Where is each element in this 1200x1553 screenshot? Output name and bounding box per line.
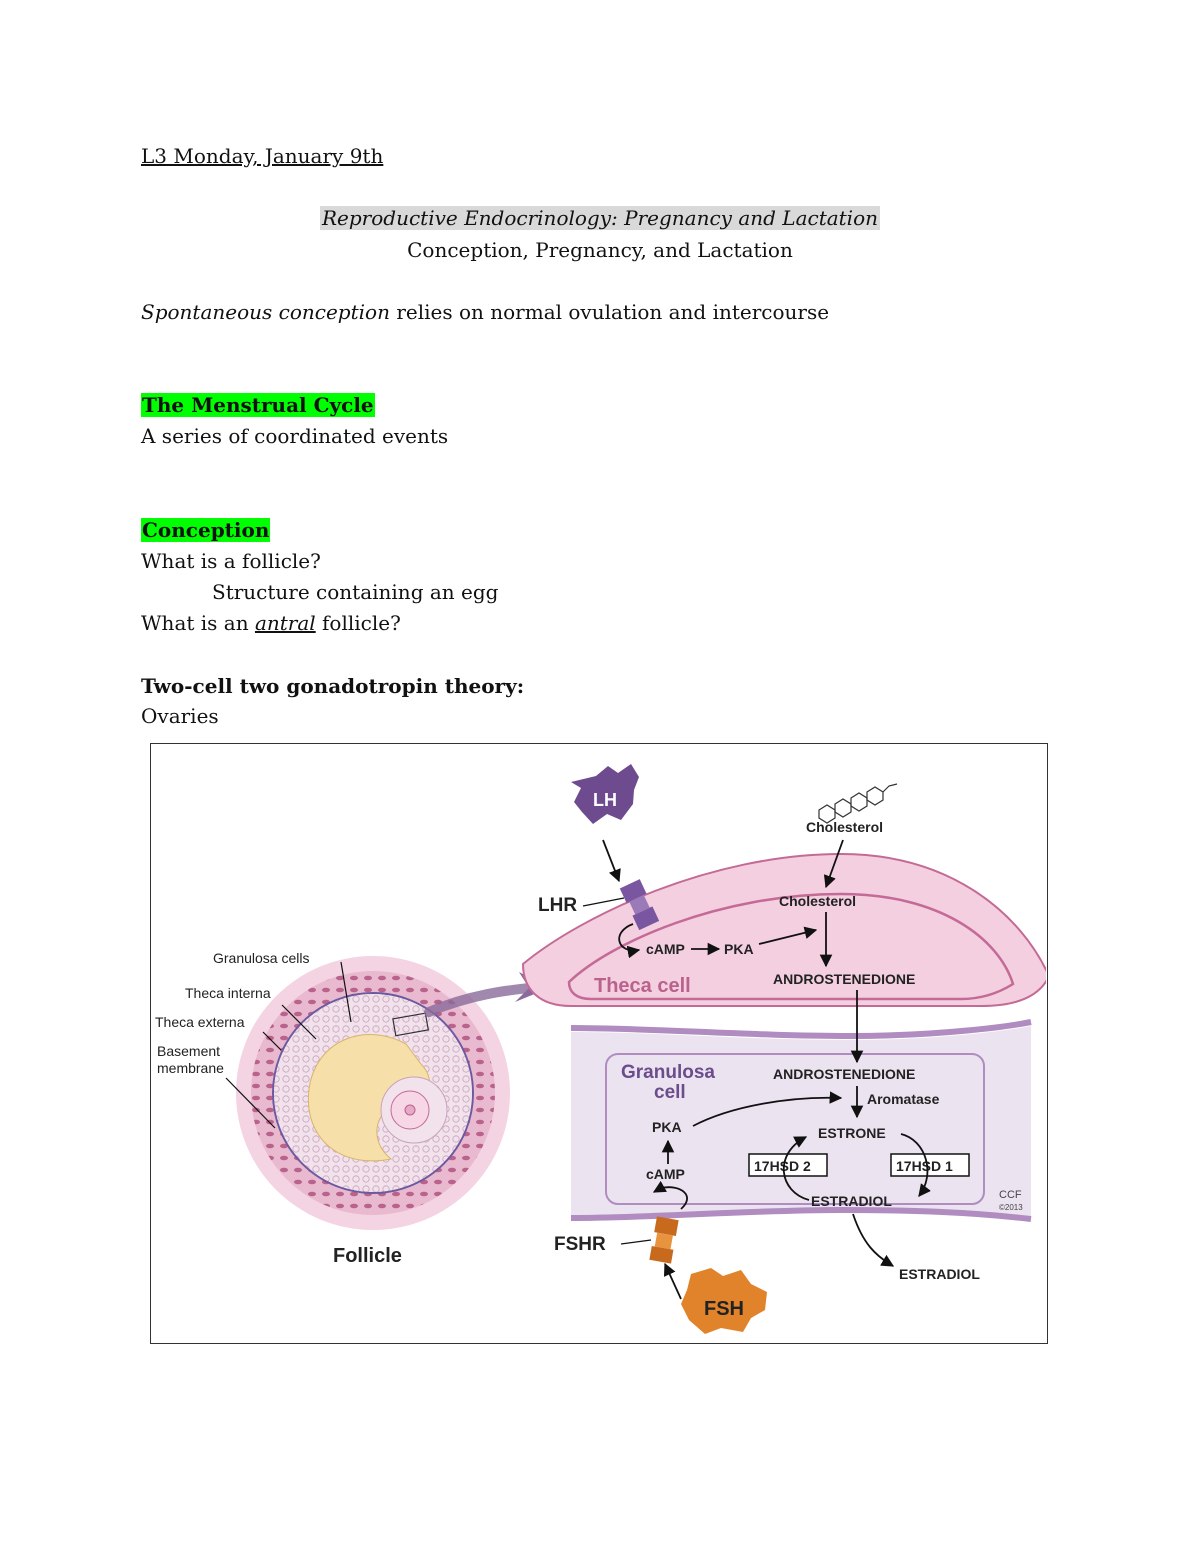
follicle-answer: Structure containing an egg — [212, 580, 499, 604]
conception-heading-text: Conception — [141, 518, 271, 542]
theca-cell-inner — [567, 892, 1015, 1001]
label-camp-theca: cAMP — [646, 941, 685, 957]
title-text: Reproductive Endocrinology: Pregnancy an… — [319, 206, 881, 230]
antral-q-after: follicle? — [315, 611, 401, 635]
page-title: Reproductive Endocrinology: Pregnancy an… — [0, 205, 1200, 231]
lecture-date: L3 Monday, January 9th — [141, 144, 384, 168]
ovaries-text: Ovaries — [141, 704, 219, 728]
basement-leader — [225, 1077, 276, 1129]
label-hsd1: 17HSD 1 — [896, 1158, 953, 1174]
hsd1-box — [890, 1153, 970, 1177]
label-cholesterol-inner: Cholesterol — [779, 893, 856, 909]
label-estradiol-inner: ESTRADIOL — [811, 1193, 892, 1209]
granulosa-leader — [340, 961, 352, 1023]
lh-hormone-shape — [571, 764, 639, 824]
conception-heading: Conception — [141, 517, 271, 543]
antral-term: antral — [254, 611, 316, 635]
basement-membrane-ring — [272, 992, 474, 1194]
estradiol-estrone-arrow — [782, 1136, 810, 1201]
label-theca-interna: Theca interna — [185, 985, 271, 1001]
label-lh: LH — [593, 790, 617, 810]
granulosa-bottom-membrane — [570, 1206, 1032, 1222]
label-estrone: ESTRONE — [818, 1125, 886, 1141]
spontaneous-conception-line: Spontaneous conception relies on normal … — [141, 299, 829, 325]
granulosa-top-membrane — [570, 1019, 1032, 1040]
granulosa-inner-border — [605, 1053, 985, 1205]
fsh-arrow — [663, 1262, 682, 1300]
label-lhr: LHR — [538, 895, 577, 916]
estrone-estradiol-arrow — [900, 1133, 931, 1197]
theca-interna-leader — [281, 1004, 317, 1040]
label-ccf-year: ©2013 — [999, 1203, 1023, 1212]
menstrual-heading-text: The Menstrual Cycle — [141, 393, 375, 417]
label-theca-externa: Theca externa — [155, 1014, 245, 1030]
label-granulosa: Granulosa — [621, 1062, 715, 1083]
fshr-camp-curve — [652, 1180, 688, 1210]
label-hsd2: 17HSD 2 — [754, 1158, 811, 1174]
follicle-question: What is a follicle? — [141, 549, 321, 573]
fshr-receptor — [649, 1216, 679, 1264]
theca-externa-leader — [262, 1031, 282, 1051]
label-theca-cell: Theca cell — [594, 975, 691, 997]
follicle-illustration — [236, 956, 549, 1230]
label-pka-theca: PKA — [724, 941, 754, 957]
label-granulosa-cells: Granulosa cells — [213, 950, 310, 966]
menstrual-heading: The Menstrual Cycle — [141, 392, 375, 418]
label-cholesterol-top: Cholesterol — [806, 819, 883, 835]
lhr-camp-curve — [618, 923, 641, 959]
label-membrane: membrane — [157, 1060, 224, 1076]
zoom-box — [392, 1012, 429, 1037]
label-andro-theca: ANDROSTENEDIONE — [773, 971, 915, 987]
two-cell-diagram: Granulosa cells Theca interna Theca exte… — [150, 743, 1048, 1344]
label-camp-gran: cAMP — [646, 1166, 685, 1182]
cholesterol-entry-arrow — [823, 839, 844, 889]
lhr-leader — [582, 897, 625, 907]
label-pka-gran: PKA — [652, 1119, 682, 1135]
pka-cholesterol-arrow — [758, 926, 818, 945]
two-cell-heading: Two-cell two gonadotropin theory: — [141, 674, 525, 698]
pka-aromatase-arrow — [692, 1091, 843, 1127]
label-fshr: FSHR — [554, 1234, 606, 1255]
estradiol-out-arrow — [852, 1213, 895, 1267]
cholesterol-molecule — [818, 783, 898, 824]
label-estradiol-out: ESTRADIOL — [899, 1266, 980, 1282]
spontaneous-rest: relies on normal ovulation and intercour… — [389, 300, 830, 324]
label-aromatase: Aromatase — [867, 1091, 940, 1107]
label-follicle: Follicle — [333, 1245, 402, 1267]
lh-arrow — [602, 839, 621, 883]
label-granulosa-cell: cell — [654, 1082, 686, 1103]
menstrual-description: A series of coordinated events — [141, 424, 449, 448]
label-basement: Basement — [157, 1043, 220, 1059]
antral-question: What is an antral follicle? — [141, 610, 401, 636]
oocyte-nucleus — [404, 1104, 416, 1116]
fsh-hormone-shape — [681, 1268, 767, 1334]
fshr-leader — [620, 1239, 652, 1245]
page-subtitle: Conception, Pregnancy, and Lactation — [407, 238, 793, 262]
spontaneous-term: Spontaneous conception — [141, 300, 390, 324]
diagram-svg: Granulosa cells Theca interna Theca exte… — [155, 764, 1046, 1334]
zoom-arrow-shaft — [424, 983, 534, 1017]
label-fsh: FSH — [704, 1298, 744, 1320]
label-ccf: CCF — [999, 1189, 1022, 1201]
theca-cell-shape — [521, 852, 1046, 1007]
lhr-receptor — [619, 879, 660, 931]
antral-q-before: What is an — [141, 611, 255, 635]
label-andro-gran: ANDROSTENEDIONE — [773, 1066, 915, 1082]
